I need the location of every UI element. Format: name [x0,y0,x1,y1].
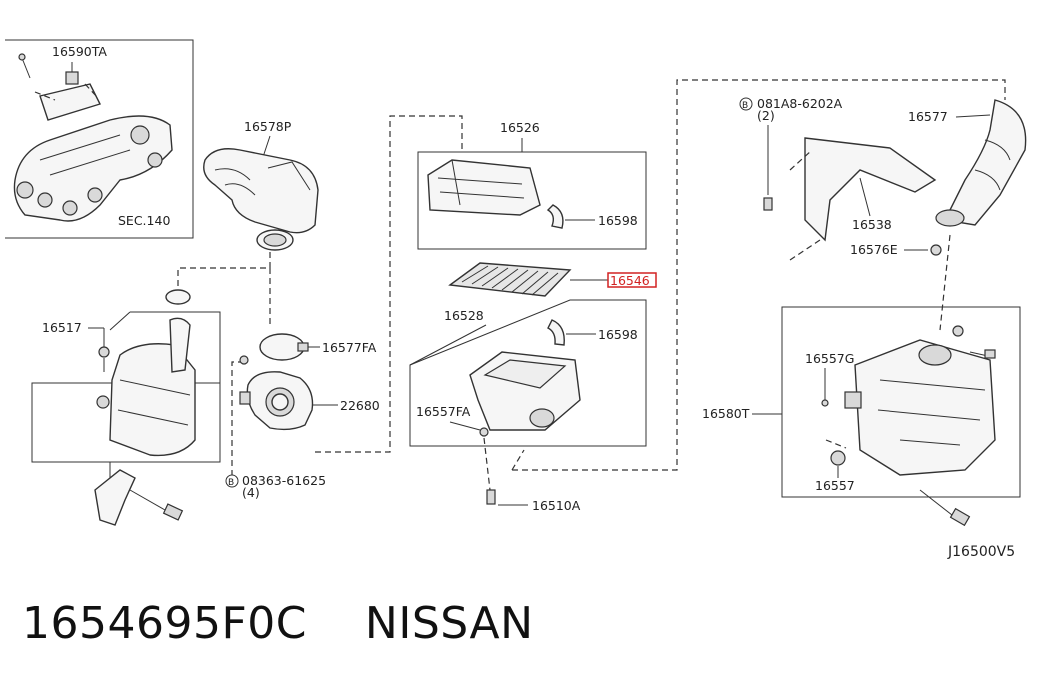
dashed-link-2 [511,79,1006,471]
label-16517[interactable]: 16517 [42,320,82,335]
label-qty4: (4) [242,485,260,500]
air-cleaner-cover-16526 [427,159,541,216]
label-16577[interactable]: 16577 [908,109,948,124]
diagram-code: J16500V5 [947,544,1015,560]
label-16538[interactable]: 16538 [852,217,892,232]
label-16557G[interactable]: 16557G [805,351,854,366]
air-duct-16577 [943,99,1027,226]
highlight-box-16546 [607,272,657,288]
air-duct-group: 16578P [177,119,319,325]
label-16576E[interactable]: 16576E [850,242,898,257]
upper-right-group: B 081A8-6202A (2) 16538 16577 16576E [739,96,1027,331]
label-16510A[interactable]: 16510A [532,498,581,513]
upper-cleaner-group: 16526 16598 [417,120,647,250]
label-16526[interactable]: 16526 [500,120,540,135]
label-08363-61625[interactable]: 08363-61625 [242,473,326,488]
lower-cleaner-group: 16528 16598 16557FA [409,299,647,447]
label-16590TA[interactable]: 16590TA [52,44,107,59]
label-16546[interactable]: 16546 [610,273,650,288]
label-16578P[interactable]: 16578P [244,119,292,134]
air-filter-16546 [448,262,572,297]
label-sec140[interactable]: SEC.140 [118,213,170,228]
label-16557[interactable]: 16557 [815,478,855,493]
circle-b-1: B [228,478,234,488]
label-16598-a[interactable]: 16598 [598,213,638,228]
dashed-link-1 [315,115,463,453]
label-16577FA[interactable]: 16577FA [322,340,377,355]
label-16528[interactable]: 16528 [444,308,484,323]
bracket [94,469,136,526]
resonator-group: 16517 [31,289,221,526]
throttle-group: 16577FA 22680 B 08363-61625 (4) [225,333,380,500]
intake-manifold [13,115,173,222]
label-qty2: (2) [757,108,775,123]
label-16580T[interactable]: 16580T [702,406,750,421]
circle-b-2: B [742,101,748,111]
label-16557FA[interactable]: 16557FA [416,404,471,419]
label-22680[interactable]: 22680 [340,398,380,413]
air-duct-16578P [203,148,319,234]
intake-manifold-group: 16590TA SEC.140 [5,39,194,239]
filter-group: 16546 [448,262,657,297]
resonator-right-group: 16580T 16557G 16557 [702,306,1021,527]
resonator-16580T [854,339,996,476]
manifold-cover [39,83,101,121]
label-16598-b[interactable]: 16598 [598,327,638,342]
sensor-part [65,71,79,85]
clamp-16577FA [259,333,305,361]
part-number-title: 1654695F0C NISSAN [22,598,534,649]
bracket-16538 [804,137,937,242]
bolt-16510A-group: 16510A [483,437,581,513]
label-081A8-6202A[interactable]: 081A8-6202A [757,96,843,111]
